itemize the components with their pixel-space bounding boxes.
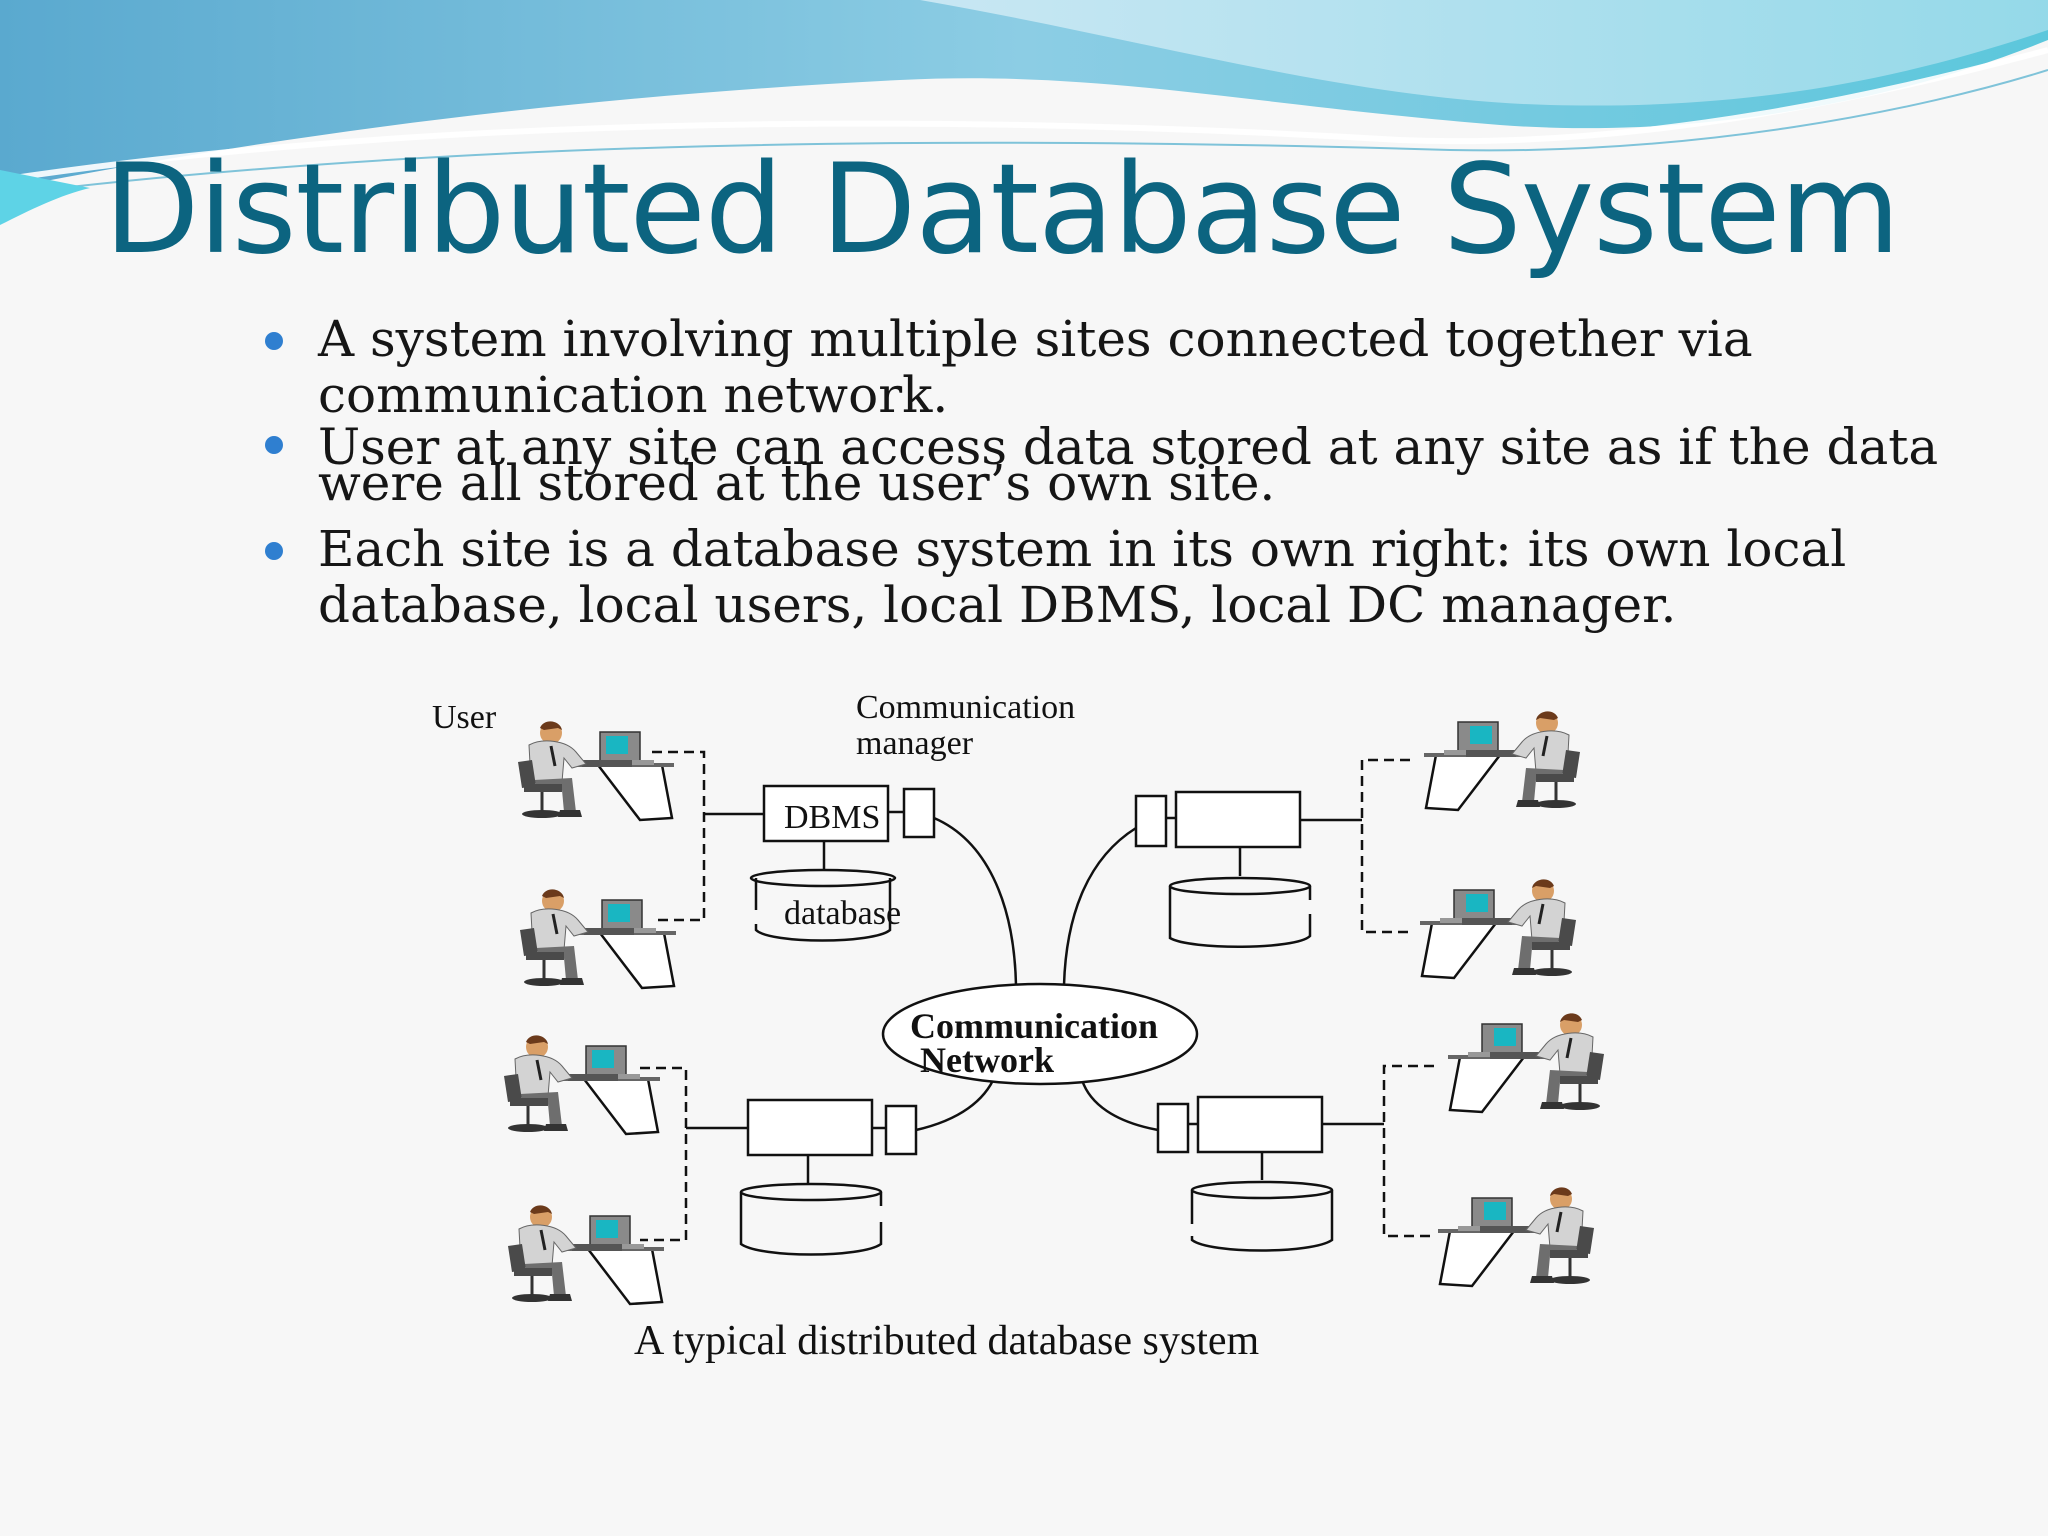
- user-workstation-icon: [518, 887, 678, 990]
- bullet-2-line-2: were all stored at the user’s own site.: [318, 454, 1276, 512]
- user-workstation-icon: [1446, 1011, 1606, 1114]
- user-workstation-icon: [1436, 1185, 1596, 1288]
- bullet-1-line-2: communication network.: [318, 366, 949, 424]
- bullet-2-line-1: User at any site can access data stored …: [318, 418, 1939, 476]
- slide-title: Distributed Database System: [104, 138, 1900, 282]
- network-label-line-1: Communication: [910, 1006, 1158, 1046]
- user-workstation-icon: [506, 1203, 666, 1306]
- user-workstation-icon: [502, 1033, 662, 1136]
- network-label-line-2: Network: [920, 1040, 1054, 1080]
- comm-manager-label-line-1: Communication: [856, 689, 1075, 726]
- dbms-label: DBMS: [784, 799, 880, 836]
- database-label: database: [784, 895, 901, 932]
- header-wave-decoration: [0, 0, 2048, 225]
- bullet-marker: [265, 332, 283, 350]
- bullet-3-line-1: Each site is a database system in its ow…: [318, 520, 1847, 578]
- bullet-3-line-2: database, local users, local DBMS, local…: [318, 576, 1677, 634]
- user-label: User: [432, 699, 497, 736]
- bullet-marker: [265, 542, 283, 560]
- diagram-caption: A typical distributed database system: [634, 1318, 1260, 1364]
- bullet-marker: [265, 436, 283, 454]
- comm-manager-label-line-2: manager: [856, 725, 974, 762]
- user-workstation-icon: [1418, 877, 1578, 980]
- network-ellipse-icon: [881, 982, 1199, 1086]
- user-workstation-icon: [516, 719, 676, 822]
- bullet-1-line-1: A system involving multiple sites connec…: [318, 310, 1753, 368]
- user-workstation-icon: [1422, 709, 1582, 812]
